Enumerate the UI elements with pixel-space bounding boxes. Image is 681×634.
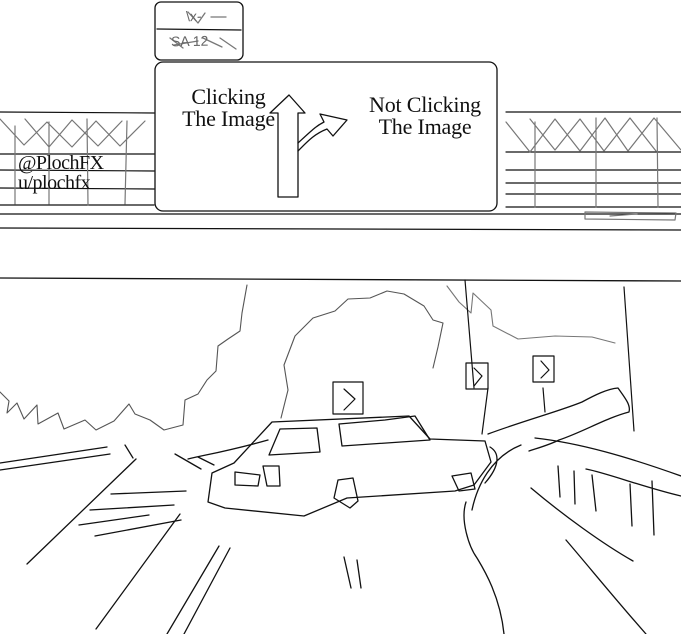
car-rear-lines <box>174 439 269 470</box>
horizon-line <box>0 277 681 282</box>
top-plate-scribble-2 <box>169 37 237 50</box>
top-plate-scribble-1 <box>187 11 227 24</box>
sign-label-right-line2: The Image <box>378 114 472 139</box>
main-sign-outline <box>154 61 498 212</box>
left-foliage <box>0 284 248 431</box>
watermark-line2: u/plochfx <box>18 172 91 194</box>
right-guard-rail <box>487 387 631 452</box>
background-trees <box>0 284 616 431</box>
sign-label-right-line1: Not Clicking <box>369 92 481 117</box>
gantry-left-truss <box>0 118 146 206</box>
car-windshield <box>268 415 431 456</box>
roadway <box>0 277 681 634</box>
diamond-sign-3 <box>532 355 555 383</box>
sign-label-left: Clicking The Image <box>176 86 281 130</box>
overhead-gantry <box>0 111 681 231</box>
gantry-lower-beam <box>0 213 681 231</box>
sign-right-curve-arrow <box>297 113 348 152</box>
right-road-lines <box>463 437 681 634</box>
gantry-top-left-rail <box>0 111 155 206</box>
watermark-line1: @PlochFX <box>18 152 104 174</box>
right-foliage <box>446 285 616 344</box>
diamond-sign-2 <box>465 362 489 390</box>
gantry-right-plate <box>584 211 677 221</box>
gantry-right-truss <box>505 117 681 208</box>
car-body <box>207 415 492 517</box>
left-post <box>464 279 635 435</box>
gantry-top-right-rail <box>505 111 681 208</box>
sign-label-left-line1: Clicking <box>191 84 266 109</box>
diamond-sign-1 <box>332 381 364 415</box>
top-plate-text-1: \x- <box>185 7 202 25</box>
car-side-details <box>234 465 476 509</box>
left-road-lines <box>0 444 362 634</box>
sign-label-left-line2: The Image <box>182 106 275 131</box>
sign-label-right: Not Clicking The Image <box>360 94 490 138</box>
diamond-sign-2-mark <box>473 367 483 387</box>
diamond-sign-3-mark <box>540 360 550 379</box>
center-foliage <box>280 290 444 419</box>
sign-straight-arrow <box>269 94 306 198</box>
diamond-sign-1-mark <box>343 388 356 411</box>
roadside-signs <box>332 279 635 435</box>
top-plate-text-2: SA 12 <box>170 32 209 50</box>
watermark: @PlochFX u/plochfx <box>18 153 104 193</box>
road-sign-group <box>154 1 498 212</box>
top-plate-outline <box>154 1 244 61</box>
top-plate-divider <box>156 28 242 31</box>
